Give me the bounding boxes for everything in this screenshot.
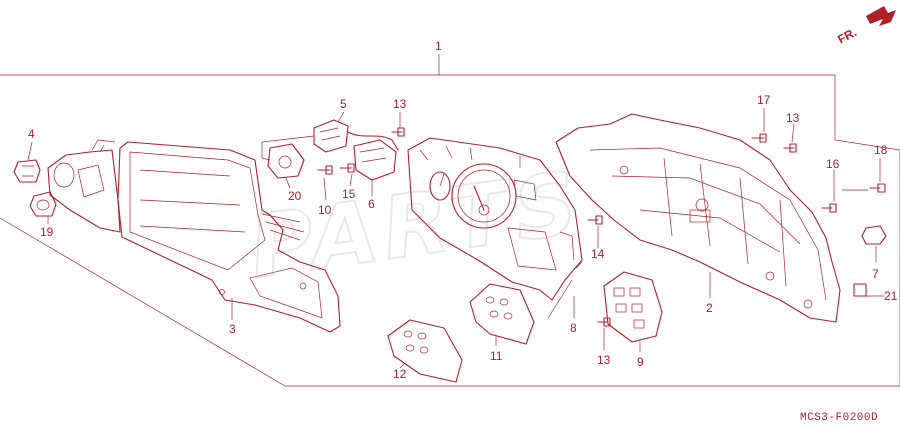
callout-21: 21 — [884, 289, 898, 303]
front-direction-indicator: FR. — [835, 6, 896, 47]
callout-12: 12 — [393, 367, 407, 381]
grommet-7 — [861, 225, 887, 245]
screw-13b — [783, 143, 797, 153]
callout-10: 10 — [318, 203, 332, 217]
screw-17 — [751, 133, 767, 143]
callout-19: 19 — [40, 225, 54, 239]
part-instrument-panel — [407, 137, 583, 301]
callout-9: 9 — [637, 355, 644, 369]
part-meter-case-front — [117, 141, 341, 333]
part-cover-12 — [387, 319, 463, 383]
part-meter-case-rear — [555, 113, 841, 323]
cap-21 — [853, 283, 867, 297]
part-left-bezel — [47, 139, 121, 233]
callout-13-top: 13 — [393, 97, 407, 111]
assembly-outline — [0, 74, 900, 387]
callout-11: 11 — [490, 349, 503, 363]
part-knob-4 — [13, 159, 41, 183]
part-switch-assembly — [261, 119, 399, 181]
watermark: PARTS — [244, 153, 589, 299]
callout-4: 4 — [28, 127, 35, 141]
screw-16 — [821, 203, 837, 213]
callout-17: 17 — [757, 93, 771, 107]
callout-20: 20 — [288, 189, 302, 203]
callout-14: 14 — [591, 247, 605, 261]
part-switch-panel — [603, 271, 663, 343]
part-cap-19 — [29, 191, 57, 217]
leader-lines — [27, 108, 884, 369]
part-cover-11 — [469, 283, 535, 345]
screw-13a — [391, 127, 405, 137]
callout-2: 2 — [706, 301, 713, 315]
callout-18: 18 — [874, 143, 888, 157]
callout-13-bottom: 13 — [597, 353, 611, 367]
direction-label: FR. — [835, 25, 859, 46]
screw-18 — [869, 183, 886, 193]
callout-5: 5 — [340, 97, 347, 111]
callout-6: 6 — [368, 197, 375, 211]
callout-3: 3 — [229, 322, 236, 336]
callout-8: 8 — [570, 321, 577, 335]
callout-15: 15 — [342, 187, 356, 201]
diagram-code: MCS3-F0200D — [800, 412, 878, 424]
callout-13-right: 13 — [786, 111, 800, 125]
direction-arrow-icon — [866, 6, 896, 26]
screw-10 — [317, 165, 333, 175]
callout-7: 7 — [872, 267, 879, 281]
callout-16: 16 — [826, 157, 840, 171]
callout-1: 1 — [435, 39, 442, 53]
screw-15 — [339, 163, 355, 173]
screw-13c — [597, 317, 611, 327]
screw-14 — [587, 215, 603, 225]
